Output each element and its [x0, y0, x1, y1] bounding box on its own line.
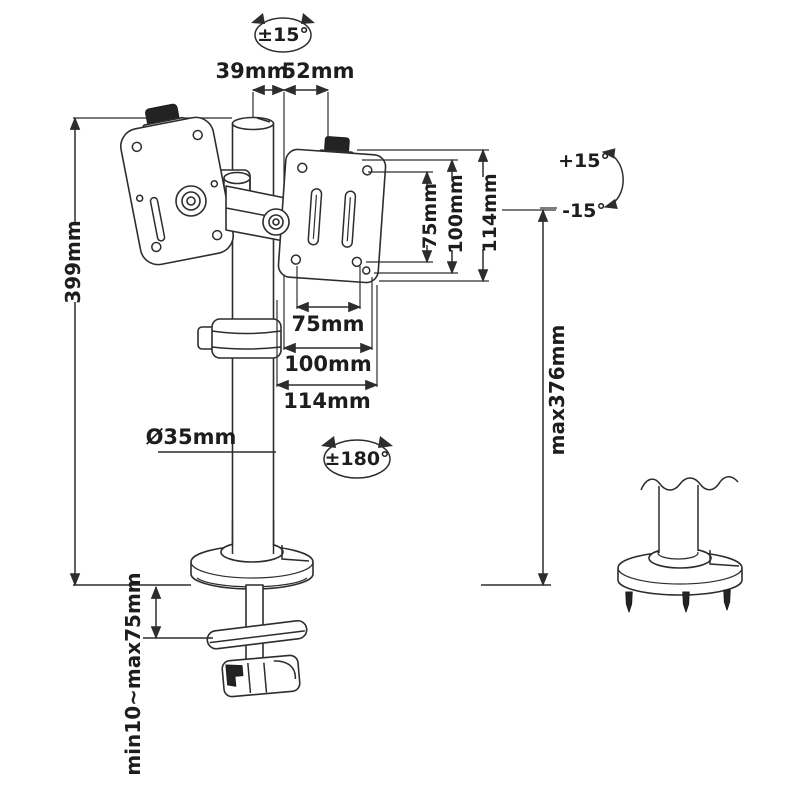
overall-height-label: 399mm: [61, 220, 85, 303]
under-desk-clamp: [206, 584, 308, 698]
dim-overall-height: 399mm: [61, 116, 191, 587]
rotation-arrow-icon: [301, 13, 315, 24]
pole-diameter-label: Ø35mm: [146, 425, 237, 449]
base-screw: [723, 589, 731, 611]
base-detail-view: [617, 476, 743, 613]
mount-drawing: [120, 103, 743, 698]
dim-pole-diameter: Ø35mm: [146, 425, 276, 453]
dimension-annotations: ±15° 39mm 52mm 399mm: [61, 13, 624, 776]
dim-max-height: max376mm: [481, 208, 569, 587]
dim-clamp-range: min10~max75mm: [121, 572, 213, 776]
right-pivot-bolt: [262, 208, 290, 236]
tilt-annotation: +15° -15°: [540, 148, 624, 222]
vesa-vertical-114-label: 114mm: [479, 173, 501, 252]
tilt-arc-arrow: [601, 148, 624, 209]
dim-39-label: 39mm: [216, 59, 289, 83]
vesa-vertical-75-label: 75mm: [419, 183, 441, 249]
rotation-arrow-icon: [251, 13, 265, 24]
base-screw: [625, 591, 633, 613]
right-vesa-plate: [277, 136, 387, 284]
tilt-down-label: -15°: [562, 200, 606, 222]
left-vesa-plate: [120, 103, 234, 266]
pole-rotation-symbol: ±180°: [321, 436, 393, 479]
height-collar: [197, 318, 282, 359]
max-height-label: max376mm: [545, 325, 569, 456]
left-pivot-bolt: [175, 185, 207, 217]
top-rotation-label: ±15°: [257, 24, 309, 46]
vesa-horizontal-114-label: 114mm: [283, 389, 371, 413]
break-line: [640, 476, 739, 491]
rotation-arrow-icon: [321, 436, 336, 448]
rotation-arrow-icon: [378, 436, 393, 448]
dim-vesa-horizontal: 75mm 100mm 114mm: [275, 266, 379, 413]
pole-rotation-label: ±180°: [324, 448, 389, 470]
tilt-up-label: +15°: [558, 150, 610, 172]
vesa-horizontal-100-label: 100mm: [284, 352, 372, 376]
clamp-knob: [221, 654, 301, 698]
top-rotation-symbol: ±15°: [251, 13, 315, 53]
pole-front-patch: [231, 520, 275, 554]
vesa-vertical-100-label: 100mm: [445, 174, 467, 253]
dim-top-offsets: 39mm 52mm: [216, 59, 355, 96]
dim-vesa-vertical: 75mm 100mm 114mm: [357, 148, 556, 283]
clamp-range-label: min10~max75mm: [121, 572, 145, 775]
dim-52-label: 52mm: [282, 59, 355, 83]
vesa-horizontal-75-label: 75mm: [292, 312, 365, 336]
base-screw: [682, 591, 690, 613]
